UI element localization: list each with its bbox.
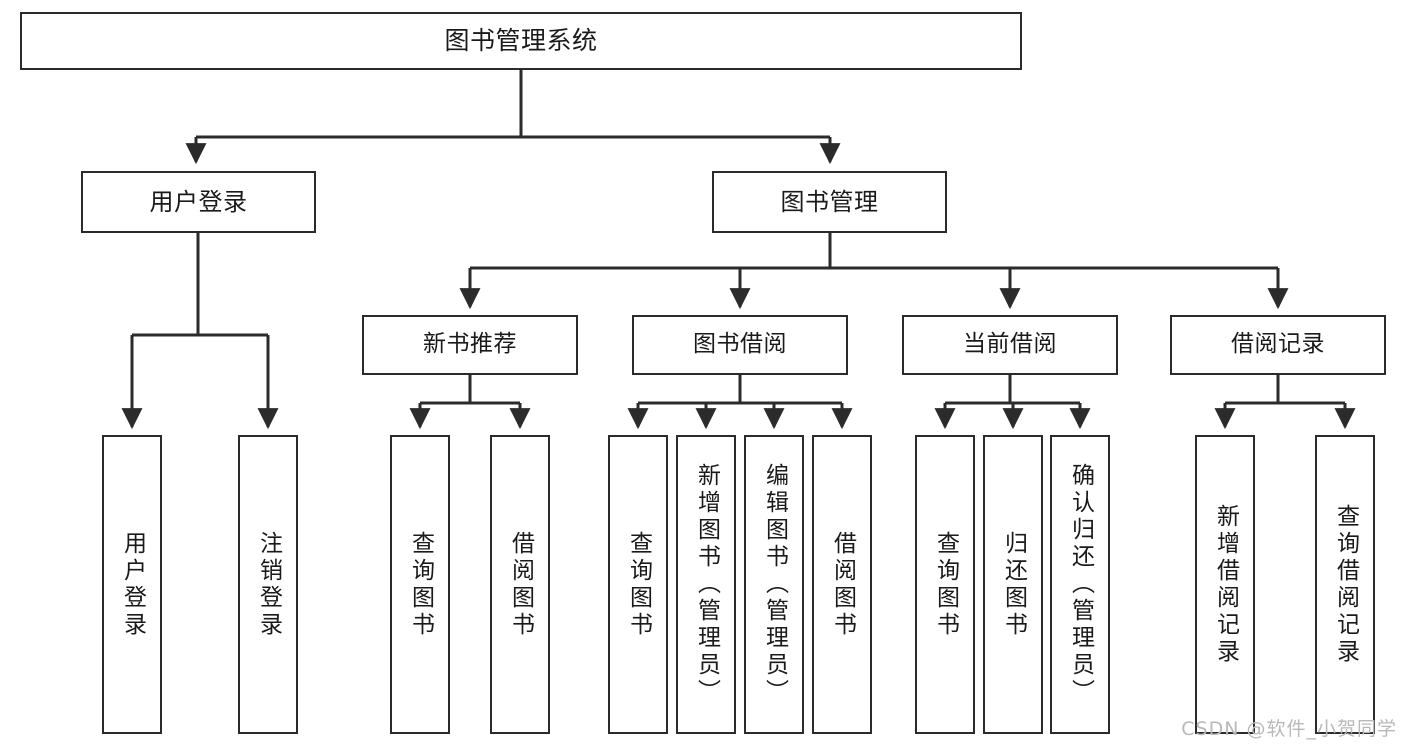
leaf-borrow-book-2[interactable]: 借阅图书 [812,435,872,734]
leaf-add-book-admin[interactable]: 新增图书（管理员） [676,435,736,734]
leaf-borrow-book-1[interactable]: 借阅图书 [490,435,550,734]
node-root-label: 图书管理系统 [444,26,598,56]
node-new-book-recommend-label: 新书推荐 [423,331,517,358]
node-book-management-label: 图书管理 [780,187,879,216]
node-current-borrow[interactable]: 当前借阅 [902,315,1118,375]
leaf-query-borrow-record[interactable]: 查询借阅记录 [1315,435,1375,734]
leaf-add-borrow-record-label: 新增借阅记录 [1212,503,1239,666]
leaf-logout-login[interactable]: 注销登录 [238,435,298,734]
leaf-return-book[interactable]: 归还图书 [983,435,1043,734]
node-root[interactable]: 图书管理系统 [20,12,1022,70]
leaf-query-borrow-record-label: 查询借阅记录 [1332,503,1359,666]
leaf-edit-book-admin[interactable]: 编辑图书（管理员） [744,435,804,734]
leaf-query-book-2-label: 查询图书 [625,530,652,639]
leaf-add-borrow-record[interactable]: 新增借阅记录 [1195,435,1255,734]
node-book-borrow[interactable]: 图书借阅 [632,315,848,375]
node-book-management[interactable]: 图书管理 [712,171,947,233]
node-borrow-record[interactable]: 借阅记录 [1170,315,1386,375]
leaf-user-login[interactable]: 用户登录 [102,435,162,734]
node-user-login-label: 用户登录 [149,187,248,216]
leaf-add-book-admin-label: 新增图书（管理员） [693,463,720,706]
leaf-user-login-label: 用户登录 [119,530,146,639]
node-book-borrow-label: 图书借阅 [693,331,787,358]
leaf-return-book-label: 归还图书 [1000,530,1027,639]
node-new-book-recommend[interactable]: 新书推荐 [362,315,578,375]
node-user-login[interactable]: 用户登录 [81,171,316,233]
leaf-query-book-1[interactable]: 查询图书 [390,435,450,734]
leaf-query-book-3[interactable]: 查询图书 [915,435,975,734]
leaf-confirm-return-admin[interactable]: 确认归还（管理员） [1050,435,1110,734]
csdn-watermark: CSDN @软件_小贺同学 [1181,718,1397,740]
leaf-query-book-3-label: 查询图书 [932,530,959,639]
leaf-edit-book-admin-label: 编辑图书（管理员） [761,463,788,706]
node-current-borrow-label: 当前借阅 [963,331,1057,358]
leaf-query-book-1-label: 查询图书 [407,530,434,639]
leaf-confirm-return-admin-label: 确认归还（管理员） [1067,463,1094,706]
leaf-logout-login-label: 注销登录 [255,530,282,639]
node-borrow-record-label: 借阅记录 [1231,331,1325,358]
leaf-query-book-2[interactable]: 查询图书 [608,435,668,734]
leaf-borrow-book-1-label: 借阅图书 [507,530,534,639]
leaf-borrow-book-2-label: 借阅图书 [829,530,856,639]
